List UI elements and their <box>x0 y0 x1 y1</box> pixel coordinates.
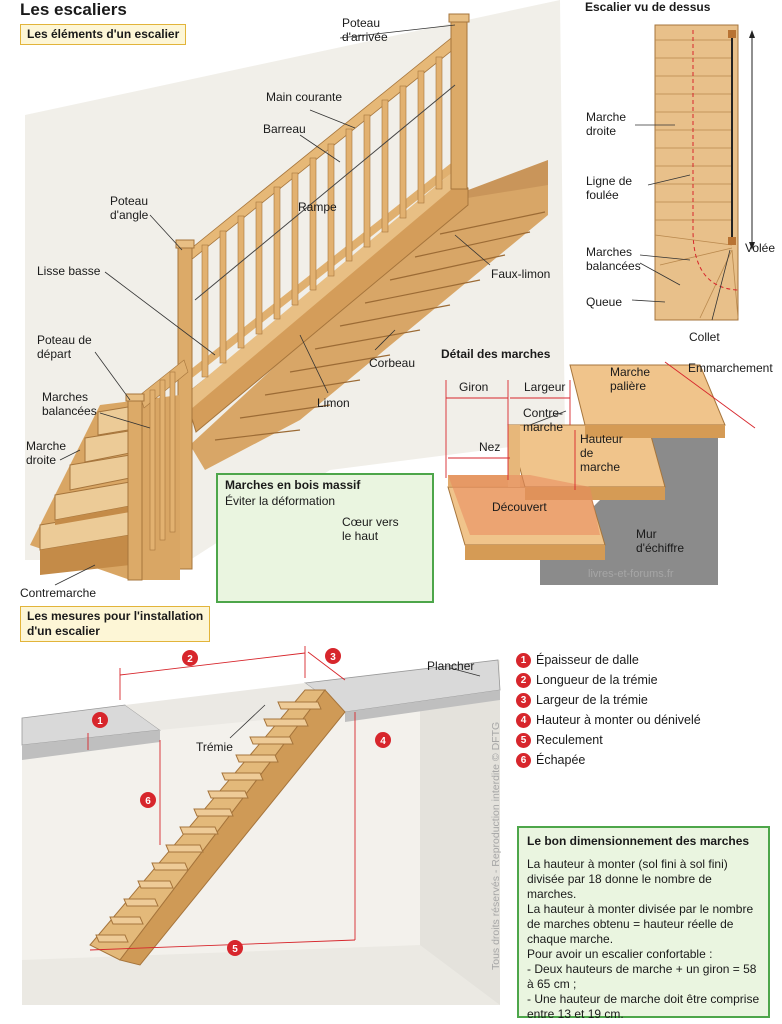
page-title: Les escaliers <box>20 0 127 19</box>
label-barreau: Barreau <box>263 122 306 136</box>
svg-text:1: 1 <box>97 716 103 727</box>
legend-item: 1 Épaisseur de dalle <box>516 650 701 670</box>
topview-label-marches-balancees: Marches balancées <box>586 245 641 273</box>
label-rampe: Rampe <box>298 200 337 214</box>
topview-label-ligne-foulee: Ligne de foulée <box>586 174 633 202</box>
label-lisse-basse: Lisse basse <box>37 264 101 278</box>
section-header-elements: Les éléments d'un escalier <box>20 24 187 45</box>
detail-label-largeur: Largeur <box>524 380 566 394</box>
label-poteau-angle: Poteau d'angle <box>110 194 149 222</box>
legend-number-badge: 1 <box>516 652 531 668</box>
dimensioning-text-3: Pour avoir un escalier confortable : <box>527 947 713 961</box>
wood-tip-title: Marches en bois massif <box>225 478 361 492</box>
label-marches-balancees: Marches balancées <box>42 390 97 418</box>
top-view-title: Escalier vu de dessus <box>585 0 711 14</box>
dimensioning-text-5: - Une hauteur de marche doit être compri… <box>527 992 760 1021</box>
legend-number-badge: 4 <box>516 712 531 728</box>
detail-label-contre-marche: Contre- marche <box>523 406 564 434</box>
legend-text: Hauteur à monter ou dénivelé <box>536 713 701 727</box>
topview-label-volee: Volée <box>745 241 776 255</box>
detail-label-hauteur-marche: Hauteur de marche <box>580 432 623 474</box>
detail-label-decouvert: Découvert <box>492 500 547 514</box>
svg-text:6: 6 <box>145 796 151 807</box>
legend-item: 4 Hauteur à monter ou dénivelé <box>516 710 701 730</box>
wood-tip-subtitle: Éviter la déformation <box>225 494 336 508</box>
label-main-courante: Main courante <box>266 90 343 104</box>
label-contremarche: Contremarche <box>20 586 97 600</box>
legend-number-badge: 2 <box>516 672 531 688</box>
installation-illustration: 1 2 3 4 6 5 <box>21 646 501 1005</box>
wood-tip-box <box>216 473 434 603</box>
top-view-illustration <box>631 24 755 321</box>
detail-label-giron: Giron <box>459 380 489 394</box>
dimensioning-title: Le bon dimensionnement des marches <box>527 834 750 848</box>
dimensioning-box: Le bon dimensionnement des marches La ha… <box>517 826 770 1021</box>
legend-text: Largeur de la trémie <box>536 693 648 707</box>
label-poteau-depart: Poteau de départ <box>37 333 92 361</box>
svg-text:3: 3 <box>330 652 336 663</box>
svg-text:2: 2 <box>187 654 193 665</box>
detail-label-mur-echiffre: Mur d'échiffre <box>636 527 685 555</box>
detail-label-emmarchement: Emmarchement <box>688 361 773 375</box>
install-label-tremie: Trémie <box>196 740 233 754</box>
legend-text: Épaisseur de dalle <box>536 653 639 667</box>
label-corbeau: Corbeau <box>369 356 416 370</box>
detail-label-marche-paliere: Marche palière <box>610 365 651 393</box>
measurements-legend: 1 Épaisseur de dalle 2 Longueur de la trém… <box>516 650 701 770</box>
svg-text:5: 5 <box>232 944 238 955</box>
legend-text: Échapée <box>536 753 586 767</box>
vertical-watermark: Tous droits réservés - Reproduction inte… <box>490 721 502 970</box>
step-detail-illustration <box>445 361 756 585</box>
legend-item: 5 Reculement <box>516 730 701 750</box>
detail-label-nez: Nez <box>479 440 501 454</box>
label-marche-droite: Marche droite <box>26 439 67 467</box>
legend-item: 2 Longueur de la trémie <box>516 670 701 690</box>
dimensioning-text-1: La hauteur à monter (sol fini à sol fini… <box>527 857 728 901</box>
label-faux-limon: Faux-limon <box>491 267 551 281</box>
legend-item: 3 Largeur de la trémie <box>516 690 701 710</box>
legend-number-badge: 6 <box>516 752 531 768</box>
dimensioning-text-4: - Deux hauteurs de marche + un giron = 5… <box>527 962 757 991</box>
topview-label-queue: Queue <box>586 295 623 309</box>
label-poteau-arrivee: Poteau d'arrivée <box>342 16 388 44</box>
wood-tip-coeur: Cœur vers le haut <box>342 515 399 543</box>
detail-watermark: livres-et-forums.fr <box>588 568 674 580</box>
label-limon: Limon <box>317 396 350 410</box>
topview-label-marche-droite: Marche droite <box>586 110 627 138</box>
legend-text: Reculement <box>536 733 603 747</box>
topview-label-collet: Collet <box>689 330 720 344</box>
svg-text:4: 4 <box>380 736 386 747</box>
legend-text: Longueur de la trémie <box>536 673 658 687</box>
legend-number-badge: 3 <box>516 692 531 708</box>
detail-title: Détail des marches <box>441 347 551 361</box>
legend-number-badge: 5 <box>516 732 531 748</box>
legend-item: 6 Échapée <box>516 750 701 770</box>
staircase-illustration <box>25 0 565 586</box>
install-label-plancher: Plancher <box>427 659 475 673</box>
section-header-measurements: Les mesures pour l'installation d'un esc… <box>20 606 211 642</box>
dimensioning-text-2: La hauteur à monter divisée par le nombr… <box>527 902 754 946</box>
